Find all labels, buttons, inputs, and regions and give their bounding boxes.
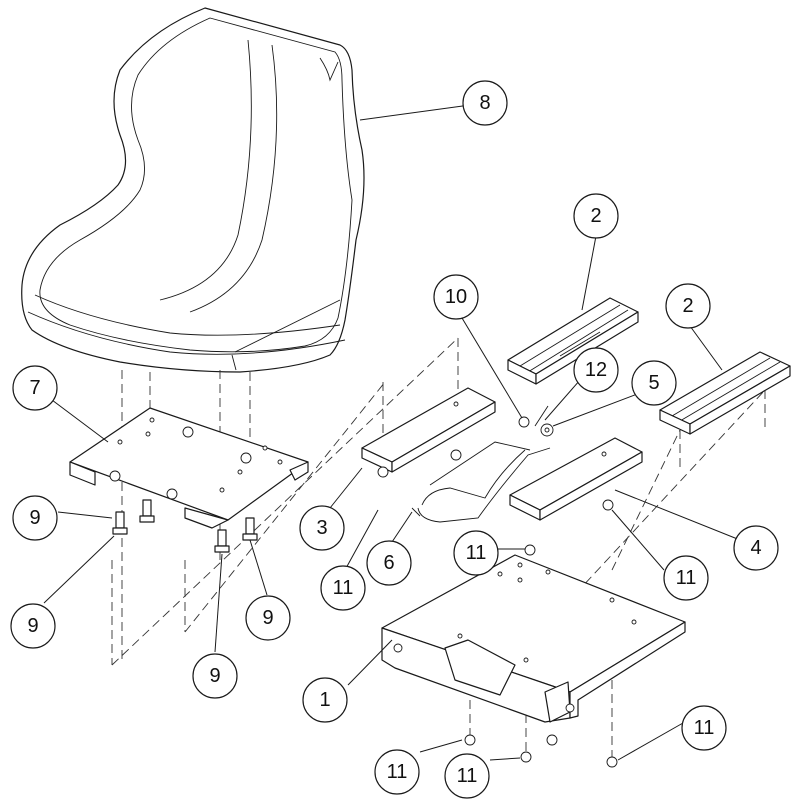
svg-text:3: 3 bbox=[316, 517, 327, 539]
callout-5: 5 bbox=[631, 360, 677, 406]
slide-rail-right bbox=[659, 351, 791, 435]
callout-9-c: 9 bbox=[245, 595, 291, 641]
svg-text:1: 1 bbox=[319, 689, 330, 711]
svg-text:11: 11 bbox=[676, 567, 697, 589]
callout-8: 8 bbox=[462, 80, 508, 126]
callout-12: 12 bbox=[573, 347, 619, 393]
svg-text:11: 11 bbox=[387, 761, 408, 783]
svg-text:2: 2 bbox=[682, 295, 693, 317]
callout-3: 3 bbox=[299, 505, 345, 551]
svg-text:11: 11 bbox=[457, 765, 478, 787]
bolts bbox=[112, 499, 258, 553]
svg-text:12: 12 bbox=[585, 359, 607, 381]
small-hardware bbox=[518, 405, 554, 437]
leader-lines bbox=[43, 104, 741, 761]
callout-11-c: 11 bbox=[663, 555, 709, 601]
callout-11-e: 11 bbox=[444, 753, 490, 799]
svg-text:9: 9 bbox=[29, 507, 40, 529]
svg-text:6: 6 bbox=[383, 552, 394, 574]
svg-text:11: 11 bbox=[466, 542, 487, 564]
rail-bracket-left bbox=[361, 387, 496, 473]
svg-text:9: 9 bbox=[27, 615, 38, 637]
svg-text:9: 9 bbox=[262, 607, 273, 629]
svg-text:7: 7 bbox=[29, 377, 40, 399]
base-plate bbox=[381, 554, 686, 723]
svg-text:10: 10 bbox=[445, 286, 467, 308]
callout-7: 7 bbox=[12, 365, 58, 411]
rail-bracket-right bbox=[509, 437, 643, 521]
release-lever bbox=[411, 441, 551, 523]
slide-rail-left bbox=[507, 297, 639, 385]
callout-4: 4 bbox=[733, 525, 779, 571]
callout-11-a: 11 bbox=[320, 565, 366, 611]
callout-11-d: 11 bbox=[374, 749, 420, 795]
callout-2-right: 2 bbox=[665, 283, 711, 329]
svg-text:5: 5 bbox=[648, 372, 659, 394]
seat-shell bbox=[21, 7, 365, 373]
svg-text:11: 11 bbox=[333, 577, 354, 599]
callout-10: 10 bbox=[433, 274, 479, 320]
svg-text:2: 2 bbox=[590, 205, 601, 227]
callout-6: 6 bbox=[366, 540, 412, 586]
callout-2-left: 2 bbox=[573, 193, 619, 239]
callout-9-a: 9 bbox=[12, 495, 58, 541]
callout-1: 1 bbox=[302, 677, 348, 723]
svg-text:4: 4 bbox=[750, 537, 761, 559]
callout-11-f: 11 bbox=[681, 705, 727, 751]
svg-text:8: 8 bbox=[479, 92, 490, 114]
svg-text:9: 9 bbox=[209, 665, 220, 687]
callout-9-b: 9 bbox=[10, 603, 56, 649]
nuts bbox=[377, 466, 618, 768]
callout-9-d: 9 bbox=[192, 653, 238, 699]
seat-mounting-plate bbox=[69, 407, 309, 529]
callout-11-b: 11 bbox=[453, 530, 499, 576]
svg-text:11: 11 bbox=[694, 717, 715, 739]
